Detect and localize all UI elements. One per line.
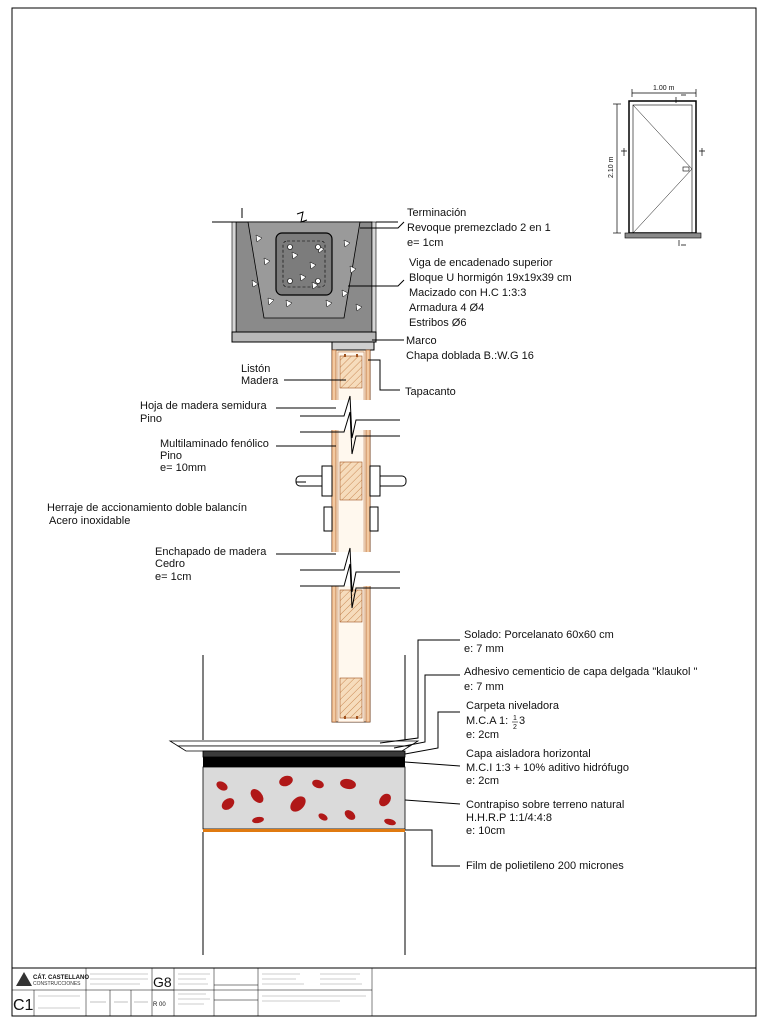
label-capa-3: e: 2cm — [466, 775, 499, 787]
label-herraje-1: Herraje de accionamiento doble balancín — [47, 502, 247, 514]
label-terminacion-1: Terminación — [407, 207, 466, 219]
label-viga-2: Bloque U hormigón 19x19x39 cm — [409, 272, 572, 284]
door-elevation: 1.00 m 2.10 m — [608, 85, 705, 246]
annotations: Terminación Revoque premezclado 2 en 1 e… — [47, 207, 698, 872]
sheet-code: G8 — [153, 974, 172, 990]
label-hoja-2: Pino — [140, 413, 162, 425]
label-viga-1: Viga de encadenado superior — [409, 257, 553, 269]
door-leaf-section — [300, 349, 400, 723]
label-viga-3: Macizado con H.C 1:3:3 — [409, 287, 526, 299]
label-tapacanto: Tapacanto — [405, 386, 456, 398]
label-capa-1: Capa aisladora horizontal — [466, 748, 591, 760]
label-multilaminado-2: Pino — [160, 450, 182, 462]
label-carpeta-fraction-den: 2 — [513, 724, 517, 731]
label-herraje-2: Acero inoxidable — [49, 515, 130, 527]
label-enchapado-3: e= 1cm — [155, 571, 191, 583]
label-terminacion-2: Revoque premezclado 2 en 1 — [407, 222, 551, 234]
door-frame-head — [331, 341, 375, 351]
revision: R 00 — [153, 1002, 166, 1008]
company-name: CÁT. CASTELLANO — [33, 974, 89, 981]
lintel-section — [212, 208, 398, 343]
sheet-number: C1 — [13, 997, 34, 1014]
label-marco-2: Chapa doblada B.:W.G 16 — [406, 350, 534, 362]
label-enchapado-2: Cedro — [155, 558, 185, 570]
label-hoja-1: Hoja de madera semidura — [140, 400, 267, 412]
label-liston-2: Madera — [241, 375, 279, 387]
label-terminacion-3: e= 1cm — [407, 237, 443, 249]
label-multilaminado-1: Multilaminado fenólico — [160, 438, 269, 450]
door-handle — [295, 465, 407, 532]
label-carpeta-3: 3 — [519, 715, 525, 727]
label-carpeta-4: e: 2cm — [466, 729, 499, 741]
company-subtitle: CONSTRUCCIONES — [33, 981, 81, 987]
label-contrapiso-2: H.H.R.P 1:1/4:4:8 — [466, 812, 552, 824]
label-liston-1: Listón — [241, 363, 270, 375]
label-carpeta-1: Carpeta niveladora — [466, 700, 560, 712]
label-contrapiso-3: e: 10cm — [466, 825, 505, 837]
label-solado-2: e: 7 mm — [464, 643, 504, 655]
label-adhesivo-1: Adhesivo cementicio de capa delgada "kla… — [464, 666, 698, 678]
leader-lines — [276, 221, 461, 867]
company-logo-icon — [16, 972, 32, 986]
label-marco-1: Marco — [406, 335, 437, 347]
polyethylene-film — [203, 829, 405, 832]
lintel-bottom-plate — [231, 331, 377, 343]
elevation-height-label: 2.10 m — [608, 156, 615, 178]
label-carpeta-fraction: 1 — [513, 715, 517, 722]
label-capa-2: M.C.I 1:3 + 10% aditivo hidrófugo — [466, 762, 629, 774]
label-solado-1: Solado: Porcelanato 60x60 cm — [464, 629, 614, 641]
label-viga-5: Estribos Ø6 — [409, 317, 466, 329]
label-contrapiso-1: Contrapiso sobre terreno natural — [466, 799, 624, 811]
floor-section — [168, 655, 420, 955]
label-carpeta-2: M.C.A 1: — [466, 715, 508, 727]
label-viga-4: Armadura 4 Ø4 — [409, 302, 484, 314]
label-film: Film de polietileno 200 micrones — [466, 860, 624, 872]
elevation-width-label: 1.00 m — [653, 85, 675, 92]
label-enchapado-1: Enchapado de madera — [155, 546, 267, 558]
title-block: CÁT. CASTELLANO CONSTRUCCIONES C1 G8 R 0… — [11, 967, 757, 1017]
label-multilaminado-3: e= 10mm — [160, 462, 206, 474]
label-adhesivo-2: e: 7 mm — [464, 681, 504, 693]
